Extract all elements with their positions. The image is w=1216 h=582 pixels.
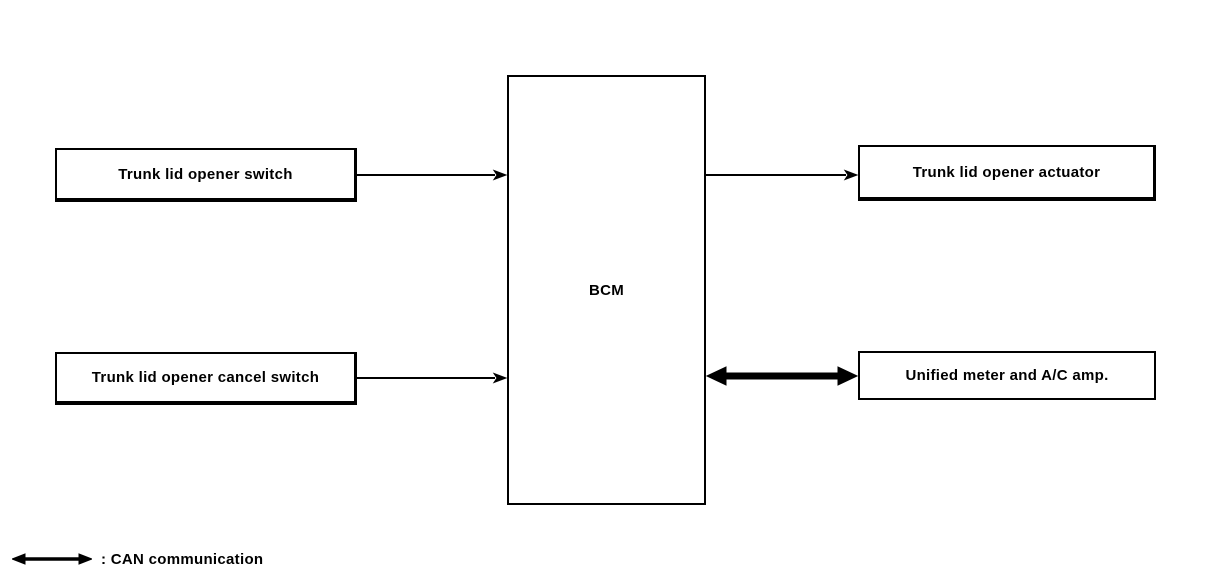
- can-double-arrow-icon: [705, 366, 859, 386]
- arrow-switch-to-bcm-icon: [357, 169, 508, 181]
- legend-can-double-arrow-icon: [12, 553, 92, 565]
- block-trunk-lid-opener-switch-label: Trunk lid opener switch: [118, 165, 293, 183]
- arrow-cancel-switch-to-bcm-icon: [357, 372, 508, 384]
- block-unified-meter-ac-amp-label: Unified meter and A/C amp.: [905, 367, 1109, 384]
- block-bcm-label: BCM: [588, 281, 625, 299]
- block-trunk-lid-opener-switch: Trunk lid opener switch: [55, 148, 357, 202]
- block-bcm: BCM: [507, 75, 706, 505]
- arrow-bcm-to-actuator-icon: [706, 169, 859, 181]
- block-trunk-lid-opener-cancel-switch-label: Trunk lid opener cancel switch: [91, 369, 320, 386]
- block-trunk-lid-opener-actuator-label: Trunk lid opener actuator: [912, 163, 1101, 181]
- block-trunk-lid-opener-cancel-switch: Trunk lid opener cancel switch: [55, 352, 357, 405]
- block-unified-meter-ac-amp: Unified meter and A/C amp.: [858, 351, 1156, 400]
- legend-label: : CAN communication: [101, 550, 264, 568]
- legend: : CAN communication: [12, 546, 263, 572]
- block-trunk-lid-opener-actuator: Trunk lid opener actuator: [858, 145, 1156, 201]
